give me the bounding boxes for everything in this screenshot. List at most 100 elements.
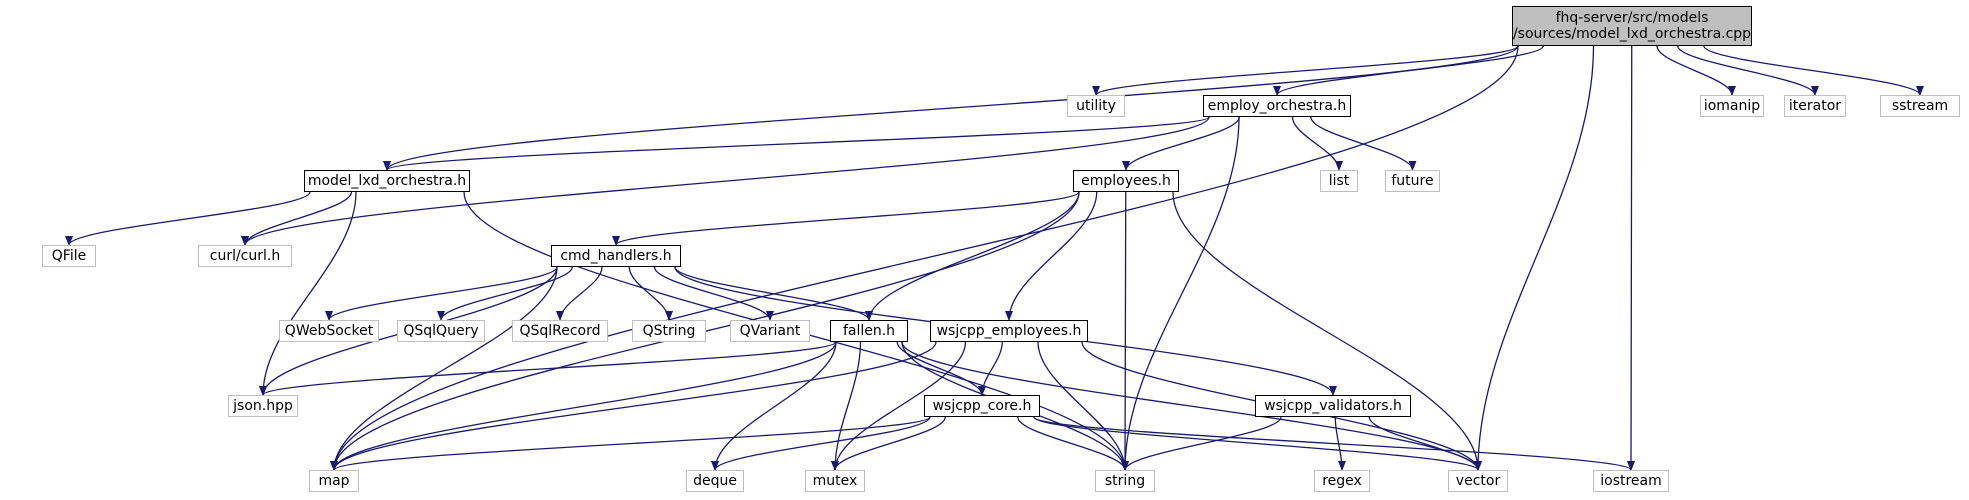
- node-curl-curl-h: curl/curl.h: [198, 245, 292, 267]
- edge-employees_h-to-cmd_handlers_h: [612, 191, 1080, 246]
- node-qvariant-label: QVariant: [739, 323, 801, 339]
- edge-wsjcpp_validators_h-to-vector: [1368, 416, 1482, 471]
- edge-wsjcpp_employees_h-to-string: [1037, 341, 1129, 471]
- node-wsjcpp-employees-h[interactable]: wsjcpp_employees.h: [930, 320, 1088, 342]
- node-wsjcpp-validators-h-link[interactable]: wsjcpp_validators.h: [1264, 398, 1402, 414]
- edge-employ_orchestra_h-to-future: [1310, 116, 1417, 171]
- edge-wsjcpp_core_h-to-mutex: [831, 416, 946, 471]
- edge-root-to-vector: [1474, 45, 1595, 471]
- node-json-hpp: json.hpp: [228, 395, 298, 417]
- node-deque: deque: [686, 470, 744, 492]
- edge-cmd_handlers_h-to-QSqlRecord: [556, 266, 603, 321]
- node-regex-label: regex: [1322, 473, 1362, 489]
- node-future: future: [1385, 170, 1440, 192]
- node-sstream: sstream: [1880, 95, 1960, 117]
- node-iostream-label: iostream: [1600, 473, 1662, 489]
- node-sstream-label: sstream: [1891, 98, 1949, 114]
- node-qwebsocket-label: QWebSocket: [284, 323, 374, 339]
- edge-employ_orchestra_h-to-list: [1291, 116, 1343, 171]
- node-utility: utility: [1067, 95, 1125, 117]
- node-string: string: [1095, 470, 1155, 492]
- node-fallen-h-link[interactable]: fallen.h: [842, 323, 896, 339]
- node-iterator: iterator: [1784, 95, 1846, 117]
- edge-fallen_h-to-mutex: [831, 341, 862, 471]
- edge-root-to-utility: [1092, 45, 1519, 96]
- edge-root-to-iterator: [1677, 45, 1819, 96]
- edge-root-to-model_lxd_orchestra_h: [383, 45, 1519, 171]
- node-qsqlquery-label: QSqlQuery: [403, 323, 479, 339]
- edge-cmd_handlers_h-to-QString: [628, 266, 673, 321]
- edge-wsjcpp_core_h-to-vector: [1033, 416, 1482, 471]
- edge-cmd_handlers_h-to-map: [330, 266, 558, 471]
- edge-wsjcpp_core_h-to-map: [330, 416, 931, 471]
- edge-wsjcpp_employees_h-to-mutex: [831, 341, 967, 471]
- node-wsjcpp-core-h-link[interactable]: wsjcpp_core.h: [932, 398, 1032, 414]
- edge-model_lxd_orchestra_h-to-curl: [241, 191, 353, 246]
- edge-cmd_handlers_h-to-QVariant: [653, 266, 774, 321]
- node-utility-label: utility: [1076, 98, 1116, 114]
- node-qsqlrecord: QSqlRecord: [512, 320, 608, 342]
- node-wsjcpp-core-h[interactable]: wsjcpp_core.h: [924, 395, 1040, 417]
- node-list-label: list: [1328, 173, 1350, 189]
- edge-cmd_handlers_h-to-QSqlQuery: [437, 266, 573, 321]
- edge-model_lxd_orchestra_h-to-json_hpp: [259, 191, 357, 396]
- node-qstring-label: QString: [642, 323, 696, 339]
- node-root-line2: /sources/model_lxd_orchestra.cpp: [1512, 26, 1752, 42]
- node-qfile-label: QFile: [51, 248, 87, 264]
- edge-employees_h-to-wsjcpp_employees_h: [1005, 191, 1098, 321]
- edge-root-to-iomanip: [1656, 45, 1736, 96]
- edge-wsjcpp_core_h-to-iostream: [1033, 416, 1635, 471]
- node-qfile: QFile: [42, 245, 96, 267]
- node-iomanip: iomanip: [1700, 95, 1764, 117]
- edge-cmd_handlers_h-to-QWebSocket: [325, 266, 558, 321]
- node-employ-orchestra-h-link[interactable]: employ_orchestra.h: [1207, 98, 1347, 114]
- edge-wsjcpp_employees_h-to-wsjcpp_core_h: [978, 341, 1003, 396]
- edge-wsjcpp_employees_h-to-map: [330, 341, 937, 471]
- node-fallen-h[interactable]: fallen.h: [830, 320, 908, 342]
- node-root-model-lxd-orchestra-cpp: fhq-server/src/models /sources/model_lxd…: [1512, 6, 1752, 46]
- edge-employ_orchestra_h-to-employees_h: [1122, 116, 1240, 171]
- edge-wsjcpp_core_h-to-deque: [711, 416, 931, 471]
- node-json-hpp-label: json.hpp: [233, 398, 293, 414]
- node-vector: vector: [1448, 470, 1508, 492]
- edge-employ_orchestra_h-to-curl: [241, 116, 1210, 246]
- node-iterator-label: iterator: [1788, 98, 1842, 114]
- node-employees-h[interactable]: employees.h: [1073, 170, 1179, 192]
- node-mutex-label: mutex: [812, 473, 858, 489]
- node-map: map: [309, 470, 359, 492]
- edge-wsjcpp_validators_h-to-regex: [1334, 416, 1346, 471]
- node-model-lxd-orchestra-h[interactable]: model_lxd_orchestra.h: [304, 170, 470, 192]
- edge-employ_orchestra_h-to-model_lxd_orchestra_h: [383, 116, 1210, 171]
- node-root-line1: fhq-server/src/models: [1555, 10, 1709, 26]
- node-wsjcpp-employees-h-link[interactable]: wsjcpp_employees.h: [936, 323, 1082, 339]
- node-list: list: [1320, 170, 1358, 192]
- edge-root-to-sstream: [1703, 45, 1924, 96]
- edge-cmd_handlers_h-to-fallen_h: [674, 266, 873, 321]
- edge-employees_h-to-map: [330, 191, 1080, 471]
- edge-wsjcpp_core_h-to-string: [1017, 416, 1129, 471]
- node-vector-label: vector: [1455, 473, 1501, 489]
- node-model-lxd-orchestra-h-link[interactable]: model_lxd_orchestra.h: [307, 173, 467, 189]
- node-deque-label: deque: [693, 473, 737, 489]
- node-cmd-handlers-h-link[interactable]: cmd_handlers.h: [560, 248, 672, 264]
- node-qsqlrecord-label: QSqlRecord: [519, 323, 601, 339]
- edge-fallen_h-to-map: [330, 341, 837, 471]
- node-qsqlquery: QSqlQuery: [397, 320, 485, 342]
- edge-root-to-iostream: [1627, 45, 1636, 471]
- node-curl-curl-h-label: curl/curl.h: [209, 248, 281, 264]
- node-map-label: map: [318, 473, 350, 489]
- node-employ-orchestra-h[interactable]: employ_orchestra.h: [1203, 95, 1351, 117]
- edge-employees_h-to-string: [1121, 191, 1130, 471]
- node-wsjcpp-validators-h[interactable]: wsjcpp_validators.h: [1255, 395, 1411, 417]
- edge-model_lxd_orchestra_h-to-QFile: [65, 191, 311, 246]
- node-future-label: future: [1391, 173, 1434, 189]
- edge-employees_h-to-vector: [1172, 191, 1482, 471]
- edge-employ_orchestra_h-to-string: [1121, 116, 1240, 471]
- node-employees-h-link[interactable]: employees.h: [1081, 173, 1171, 189]
- node-cmd-handlers-h[interactable]: cmd_handlers.h: [551, 245, 681, 267]
- node-string-label: string: [1104, 473, 1146, 489]
- node-iostream: iostream: [1593, 470, 1669, 492]
- node-regex: regex: [1314, 470, 1370, 492]
